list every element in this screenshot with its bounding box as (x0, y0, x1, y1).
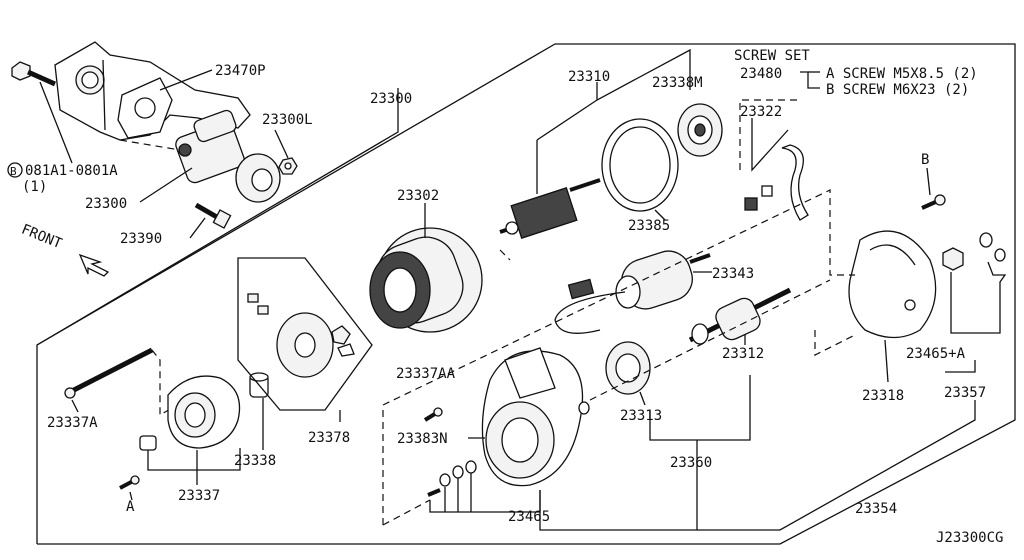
leader-a (129, 491, 133, 501)
screw-set-bracket (800, 71, 820, 89)
label-23313: 23313 (620, 408, 662, 424)
label-23337A: 23337A (47, 415, 98, 431)
bolt-guide (151, 349, 173, 417)
pinion-shaft-23312 (688, 287, 792, 345)
sub-frame-line (36, 88, 399, 346)
bolt-081A1 (11, 61, 57, 87)
label-23338: 23338 (234, 453, 276, 469)
label-23378: 23378 (308, 430, 350, 446)
label-23338M: 23338M (652, 75, 703, 91)
label-23300-left: 23300 (85, 196, 127, 212)
label-23302: 23302 (397, 188, 439, 204)
label-23343: 23343 (712, 266, 754, 282)
starter-assembly-small (175, 109, 281, 203)
front-label: FRONT (19, 222, 65, 253)
label-23465: 23465 (508, 509, 550, 525)
screw-set-item-a: A SCREW M5X8.5 (2) (826, 66, 978, 82)
label-23312: 23312 (722, 346, 764, 362)
small-cap-23337 (139, 435, 157, 451)
brush-holder-23337 (167, 375, 241, 449)
leader-23318 (884, 339, 889, 383)
label-23470P: 23470P (215, 63, 266, 79)
washer-housing (578, 401, 590, 415)
long-bolt-23337A (64, 347, 154, 399)
label-23354: 23354 (855, 501, 897, 517)
leader-b (926, 167, 931, 196)
leader-23322 (751, 118, 789, 172)
screw-set-number: 23480 (740, 66, 782, 82)
bearing-23338M (677, 103, 723, 157)
leader-23357 (945, 360, 976, 373)
label-23357: 23357 (944, 385, 986, 401)
yoke-ring-23385 (601, 118, 679, 212)
screw-a (119, 475, 140, 490)
nut-23465A (942, 232, 1006, 271)
diagram-code: J23300CG (936, 530, 1003, 546)
rear-cover-23318 (848, 230, 937, 339)
bolt-ref-qty: (1) (22, 179, 47, 195)
label-23385: 23385 (628, 218, 670, 234)
gasket-23470P (117, 77, 173, 139)
label-23310: 23310 (568, 69, 610, 85)
nut-23300L (278, 157, 298, 175)
bolt-ref-circled: B (10, 165, 17, 178)
bolt-ref-circle (7, 162, 23, 178)
label-23383N: 23383N (397, 431, 448, 447)
yoke-23302 (369, 227, 483, 333)
leaders-bottom-right (539, 375, 976, 531)
screw-b (921, 194, 946, 210)
brush-set-23322 (739, 99, 809, 221)
label-23300-top: 23300 (370, 91, 412, 107)
leader-23337 (147, 448, 241, 471)
label-23337: 23337 (178, 488, 220, 504)
screw-23337AA (423, 407, 443, 422)
kit-23378 (237, 257, 373, 411)
armature-23310 (499, 178, 601, 239)
marker-b: B (921, 152, 929, 168)
gear-23313 (605, 341, 651, 395)
front-indicator: FRONT (19, 222, 110, 277)
solenoid-23343 (554, 250, 711, 334)
marker-a: A (126, 499, 135, 515)
screw-set-title: SCREW SET (734, 48, 810, 64)
front-housing-23383N (481, 347, 584, 487)
leaders-top-left (39, 69, 289, 239)
bolt-23390 (194, 202, 232, 229)
leader-23313 (639, 391, 646, 406)
label-23300L: 23300L (262, 112, 313, 128)
label-23318: 23318 (862, 388, 904, 404)
leader-23337A (71, 399, 79, 413)
dashed-guides (382, 189, 856, 526)
label-23322: 23322 (740, 104, 782, 120)
label-23390: 23390 (120, 231, 162, 247)
label-23465A: 23465+A (906, 346, 966, 362)
label-23337AA: 23337AA (396, 366, 456, 382)
leader-23465A (950, 261, 1007, 334)
small-parts-23465 (427, 460, 477, 497)
bolt-ref-code: 081A1-0801A (25, 163, 118, 179)
leader-23310-branch (536, 48, 691, 141)
leader-23385 (654, 209, 666, 221)
screw-set-item-b: B SCREW M6X23 (2) (826, 82, 969, 98)
label-23360: 23360 (670, 455, 712, 471)
